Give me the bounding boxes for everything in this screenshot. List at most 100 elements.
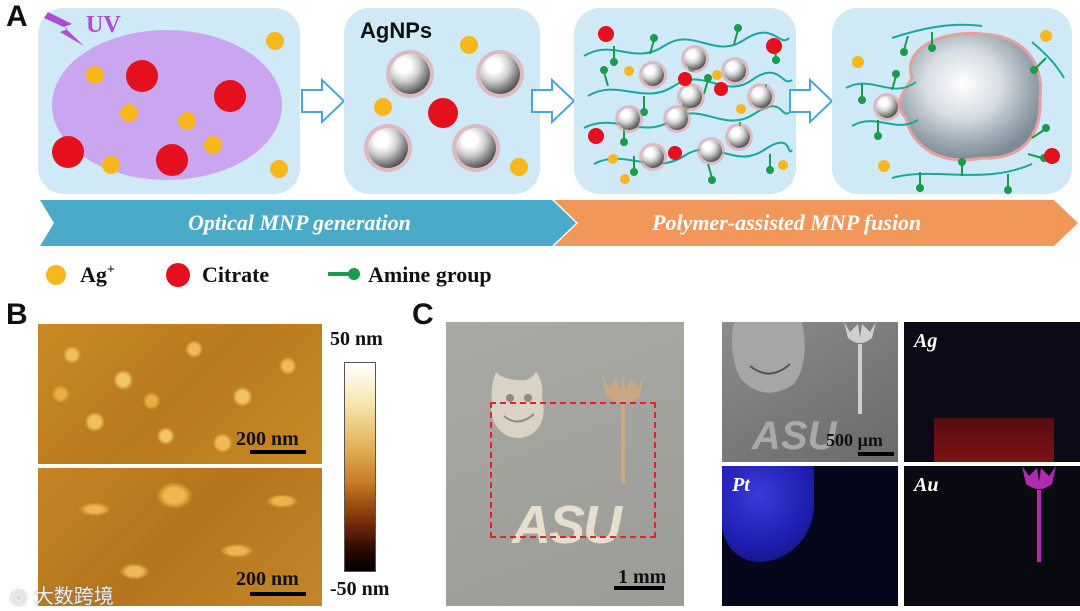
ag-ion-dot: [712, 70, 722, 80]
citrate-dot: [214, 80, 246, 112]
mascot-face-icon: [732, 322, 805, 393]
legend-ag-label: Ag+: [80, 262, 115, 287]
process-bands: [40, 200, 1078, 246]
band-optical-generation: Optical MNP generation: [188, 210, 411, 235]
scalebar: [614, 586, 664, 590]
colorbar: [344, 362, 376, 572]
afm-image-top: 200 nm: [38, 324, 322, 464]
ag-ion-dot: [778, 160, 788, 170]
amine-group-icon: [328, 268, 360, 280]
selection-box: [490, 402, 656, 538]
silver-nanoparticle: [684, 48, 706, 70]
eds-map-ag: Ag: [904, 322, 1080, 462]
silver-nanoparticle: [728, 126, 750, 148]
box-optical-1: UV: [38, 8, 300, 194]
ag-ion-dot: [86, 66, 104, 84]
ag-ion-dot: [510, 158, 528, 176]
silver-nanoparticle: [666, 108, 688, 130]
ag-ion-dot: [608, 154, 618, 164]
silver-nanoparticle: [368, 128, 408, 168]
panel-b-letter: B: [6, 298, 28, 331]
box-agnps: AgNPs: [344, 8, 540, 194]
asu-logo-text: ASU: [752, 414, 837, 458]
ag-ion-dot: [878, 160, 890, 172]
silver-nanoparticle: [700, 140, 722, 162]
scalebar: [858, 452, 894, 456]
silver-nanoparticle: [642, 146, 664, 168]
lightning-icon: [44, 12, 84, 46]
map-label-pt: Pt: [732, 474, 750, 496]
scalebar-label: 200 nm: [236, 568, 299, 590]
citrate-dot: [428, 98, 458, 128]
citrate-dot: [714, 82, 728, 96]
ag-ion-dot: [120, 104, 138, 122]
silver-nanoparticle: [724, 60, 746, 82]
colorbar-max-label: 50 nm: [330, 328, 383, 350]
ag-ion-dot: [266, 32, 284, 50]
ag-ion-dot: [374, 98, 392, 116]
silver-nanoparticle: [618, 108, 640, 130]
legend-citrate-label: Citrate: [202, 262, 270, 287]
agnps-label: AgNPs: [360, 18, 433, 43]
citrate-dot: [766, 38, 782, 54]
afm-image-bottom: 200 nm: [38, 468, 322, 606]
box-fused-mnp: [832, 8, 1072, 194]
sem-image: ASU 500 µm: [722, 322, 898, 462]
arrow-right-icon: [789, 78, 834, 124]
legend-ag-dot: [46, 265, 66, 285]
citrate-dot: [668, 146, 682, 160]
citrate-dot: [588, 128, 604, 144]
pitchfork-icon: [602, 372, 644, 484]
silver-nanoparticle: [750, 86, 772, 108]
arrow-right-icon: [301, 78, 346, 124]
ag-ion-dot: [736, 104, 746, 114]
legend-citrate-dot: [166, 263, 190, 287]
ag-ion-dot: [270, 160, 288, 178]
ag-ion-dot: [1040, 30, 1052, 42]
optical-photo: ASU 1 mm: [446, 322, 684, 606]
watermark: ◎ 大数跨境: [10, 584, 114, 608]
band-polymer-fusion: Polymer-assisted MNP fusion: [652, 210, 922, 235]
silver-nanoparticle: [642, 64, 664, 86]
map-label-ag: Ag: [914, 330, 938, 352]
colorbar-min-label: -50 nm: [330, 578, 390, 600]
map-label-au: Au: [914, 474, 939, 496]
au-pitchfork-signal: [1022, 466, 1056, 562]
legend-amine-label: Amine group: [368, 262, 492, 287]
scalebar: [250, 450, 306, 454]
citrate-dot: [156, 144, 188, 176]
ag-ion-dot: [852, 56, 864, 68]
ag-ion-dot: [204, 136, 222, 154]
silver-nanoparticle: [456, 128, 496, 168]
citrate-dot: [598, 26, 614, 42]
citrate-dot: [1044, 148, 1060, 164]
ag-ion-dot: [620, 174, 630, 184]
citrate-dot: [126, 60, 158, 92]
ag-ion-dot: [460, 36, 478, 54]
panel-a-letter: A: [6, 0, 28, 33]
scalebar-label: 500 µm: [826, 430, 883, 450]
ag-signal-region: [934, 418, 1054, 462]
scalebar-label: 1 mm: [618, 566, 667, 588]
panel-c-letter: C: [412, 298, 434, 331]
eds-map-pt: Pt: [722, 466, 898, 606]
pitchfork-icon: [844, 322, 876, 414]
silver-nanoparticle: [876, 96, 898, 118]
citrate-dot: [52, 136, 84, 168]
arrow-right-icon: [531, 78, 576, 124]
citrate-dot: [678, 72, 692, 86]
silver-nanoparticle: [680, 86, 702, 108]
ag-ion-dot: [178, 112, 196, 130]
scalebar-label: 200 nm: [236, 428, 299, 450]
ag-ion-dot: [624, 66, 634, 76]
box-polymer-network: [574, 8, 796, 194]
scalebar: [250, 592, 306, 596]
silver-nanoparticle: [480, 54, 520, 94]
watermark-logo-icon: ◎: [10, 584, 28, 608]
ag-ion-dot: [102, 156, 120, 174]
uv-label: UV: [86, 12, 121, 38]
eds-map-au: Au: [904, 466, 1080, 606]
fused-structure: [845, 23, 1065, 194]
silver-nanoparticle: [390, 54, 430, 94]
asu-logo-text: ASU: [512, 495, 622, 555]
